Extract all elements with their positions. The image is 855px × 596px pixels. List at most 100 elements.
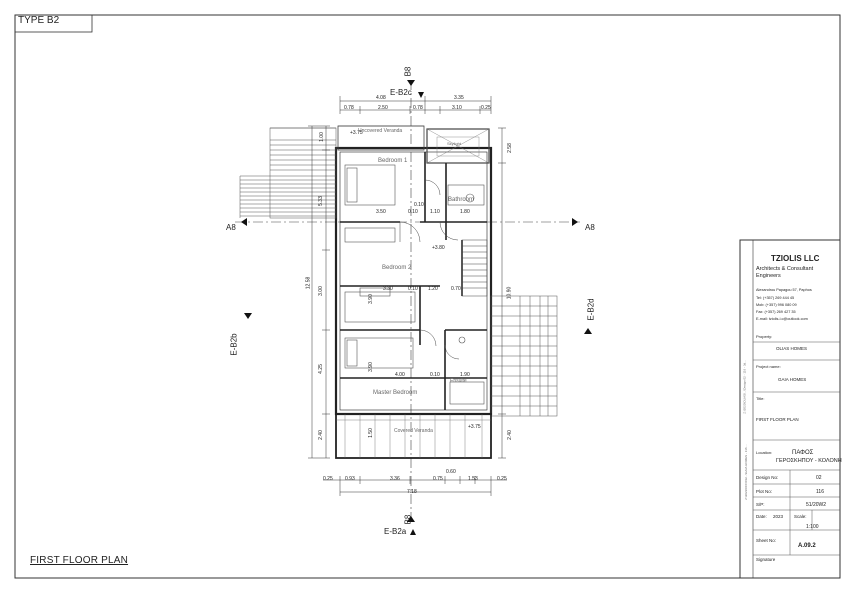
left-terrace-hatching [239,127,337,219]
dim-left-240: 2.40 [317,430,324,440]
tb-plot-no-value: 116 [816,489,824,495]
tb-location-label: Location: [756,450,773,455]
dim-int-150: 1.50 [367,428,374,438]
tb-sp-label: S/P: [756,502,765,507]
side-path-lower: Z:\2023\OFFICE\...\GAIA HOMES - 116 ... [743,444,748,500]
tb-property-label: Property: [756,334,773,339]
tb-location-value-1: ΠΑΦΟΣ [792,450,814,456]
sheet-border [14,14,841,579]
dim-left-100: 1.00 [318,132,325,142]
interior-stair [461,239,488,297]
level-top-left: +3.75 [350,130,363,136]
tb-scale-value: 1:100 [806,524,819,530]
marker-top-b8: B8 [403,66,413,77]
dim-int-330: 3.30 [383,286,393,292]
tb-sheet-no-value: A.09.2 [798,543,816,549]
dim-right-1090: 10.90 [506,286,513,300]
dim-int-180: 1.80 [460,209,470,215]
dim-top-025: 0.25 [481,105,491,111]
title-block-dividers [753,341,840,556]
skylight-area [426,128,490,164]
dim-left-300: 3.00 [317,286,324,296]
tb-project-value: GAIA HOMES [778,377,807,382]
dim-left-533: 5.33 [317,196,324,206]
dim-int-010b: 0.10 [414,202,424,208]
room-master-bedroom: Master Bedroom [373,390,418,396]
uncovered-veranda-area [337,125,425,151]
dim-bottom-total: 7.18 [407,489,417,495]
dim-right-240: 2.40 [506,430,513,440]
tb-design-no-value: 02 [816,475,822,481]
dim-top-078a: 0.78 [344,105,354,111]
dim-top-310: 3.10 [452,105,462,111]
tb-address: Alexandrou Papagou 57, Paphos [756,288,812,292]
dim-int-390: 3.90 [367,294,374,304]
room-bedroom1: Bedroom 1 [378,158,408,164]
dim-top-total-right: 3.35 [454,95,464,101]
title-block-frame [739,239,841,579]
room-covered-veranda: Covered Veranda [394,428,433,434]
dim-top-078b: 0.78 [413,105,423,111]
room-uncovered-veranda: Uncovered Veranda [358,128,403,134]
room-bedroom2: Bedroom 2 [382,265,412,271]
tb-mob: Mob: (+357) 996 080 09 [756,303,797,307]
marker-left-e-b2b: E-B2b [229,333,239,356]
dim-left-1258: 12.58 [305,276,312,290]
dim-int-070: 0.70 [451,286,461,292]
tb-plot-no-label: Plot No: [756,489,773,494]
marker-left-a8: A8 [226,223,236,232]
door-swings [399,179,460,360]
marker-right-a8: A8 [585,223,595,232]
type-label: TYPE B2 [18,15,60,26]
tb-signature-label: Signature [756,557,776,562]
dim-int-010c: 0.10 [408,286,418,292]
tb-fax: Fax: (+357) 269 427 35 [756,310,796,314]
dim-int-120: 1.20 [428,286,438,292]
dim-int-350: 3.50 [376,209,386,215]
level-bottom-right: +3.75 [468,424,481,430]
marker-bottom-b8: B8 [403,514,413,525]
dim-int-190: 1.90 [460,372,470,378]
drawing-title: FIRST FLOOR PLAN [30,555,129,566]
dim-top-total-left: 4.08 [376,95,386,101]
dim-top-250: 2.50 [378,105,388,111]
covered-veranda-area [335,413,492,459]
marker-top-e-b2c: E-B2c [390,88,412,97]
tb-date-value: 2023 [773,514,784,519]
dim-left-425: 4.25 [317,364,324,374]
dim-bottom-075: 0.75 [433,476,443,482]
room-bathroom: Bathroom [448,197,475,203]
tb-location-value-2: ΓΕΡΟΣΚΗΠΟΥ - ΚΟΛΟΝΗ [776,458,842,464]
tb-date-label: Date: [756,514,767,519]
section-arrows [241,80,592,535]
dim-bottom-025b: 0.25 [497,476,507,482]
type-label-box [14,14,93,33]
room-ensuite: Ensuite [450,378,467,384]
dim-bottom-025a: 0.25 [323,476,333,482]
marker-bottom-e-b2a: E-B2a [384,527,407,536]
tb-tel: Tel: (+357) 269 444 45 [756,296,795,300]
right-terrace-hatching [490,295,558,417]
dim-bottom-153: 1.53 [468,476,478,482]
tb-scale-label: Scale: [794,514,807,519]
tb-property-value: OLIAS HOMES [776,346,808,351]
dim-int-010a: 0.10 [408,209,418,215]
interior-walls [340,152,487,410]
dim-bottom-060: 0.60 [446,469,456,475]
dim-int-010d: 0.10 [430,372,440,378]
tb-company: TZIOLIS LLC [771,254,820,263]
dimension-lines [308,96,507,496]
dim-bottom-336: 3.36 [390,476,400,482]
dim-int-110: 1.10 [430,209,440,215]
marker-right-e-b2d: E-B2d [586,298,596,321]
tb-sp-value: 51/20W2 [806,502,827,508]
tb-email: E-mail: tziolis-i.c@outlook.com [756,317,808,321]
tb-design-no-label: Design No: [756,475,779,480]
dim-bottom-093: 0.93 [345,476,355,482]
tb-title-value: FIRST FLOOR PLAN [756,417,799,422]
tb-sheet-no-label: Sheet No: [756,538,777,543]
level-center: +3.80 [432,245,445,251]
dim-right-258: 2.58 [506,143,513,153]
